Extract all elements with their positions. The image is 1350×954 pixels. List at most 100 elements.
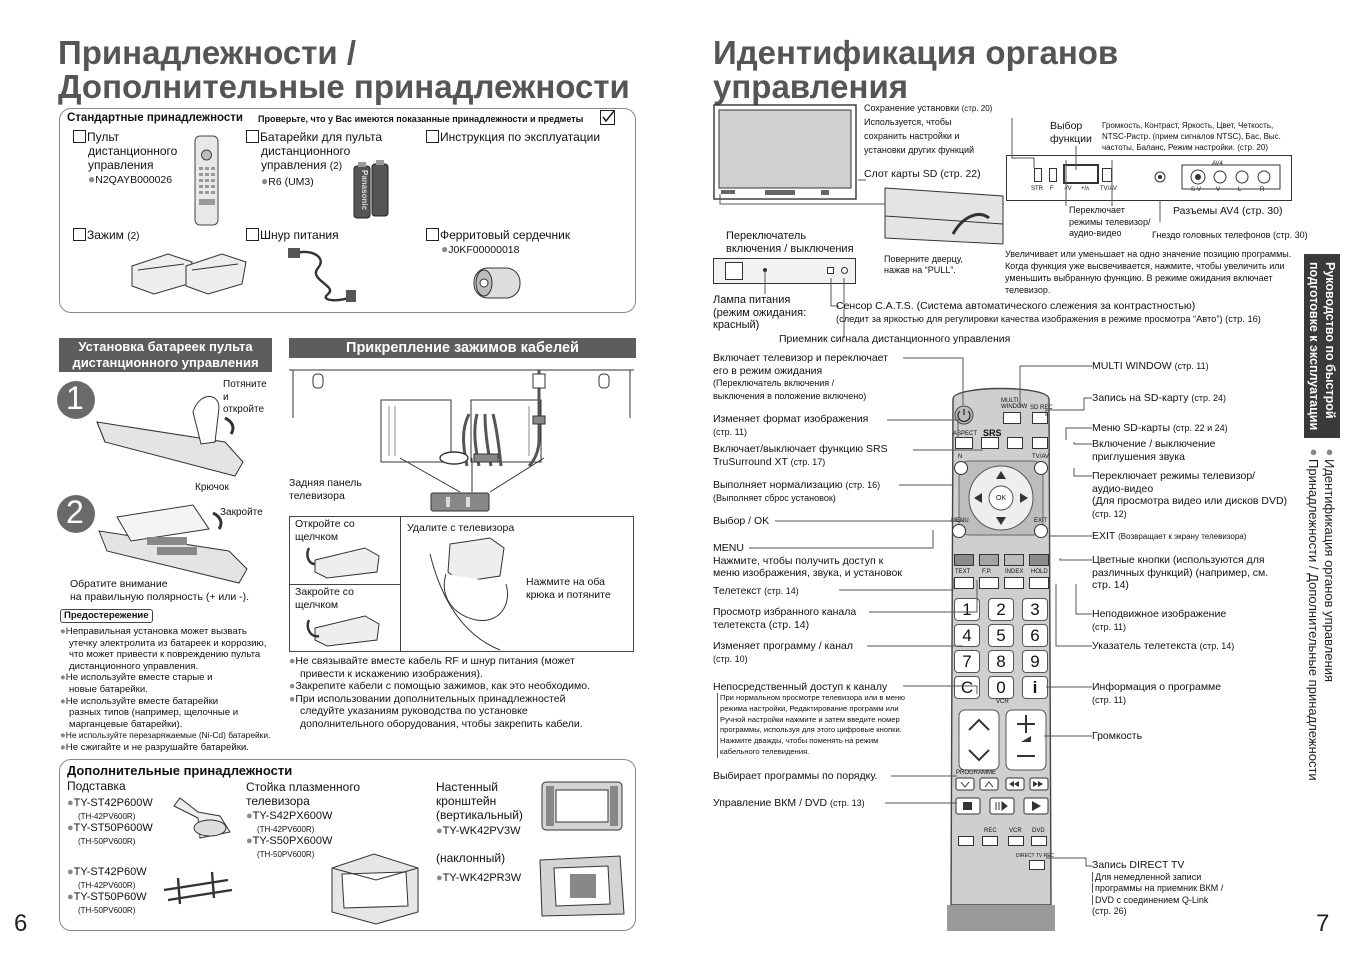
checkbox-icon[interactable] [246, 130, 259, 143]
sd-rec-button[interactable] [1032, 412, 1048, 424]
blue-button[interactable] [1029, 554, 1049, 566]
key-2[interactable]: 2 [988, 598, 1014, 621]
stand-base-illustration [163, 871, 233, 905]
programme-key-label: PROGRAMME [956, 770, 997, 776]
right-title-line1: Идентификация органов [713, 34, 1119, 71]
checkbox-checked-icon [600, 110, 615, 125]
left-title-line1: Принадлежности / [58, 34, 357, 71]
stand-items-1: ●TY-ST42P600W(TH-42PV600R) ●TY-ST50P600W… [67, 797, 153, 846]
key-5[interactable]: 5 [988, 624, 1014, 647]
panel-label-l: L [1238, 187, 1242, 193]
av4-jacks-label: Разъемы AV4 (стр. 30) [1173, 205, 1283, 217]
clamp-section-heading: Прикрепление зажимов кабелей [289, 338, 636, 358]
checkbox-icon[interactable] [246, 228, 259, 241]
rec-button[interactable] [982, 836, 998, 846]
mute-button[interactable] [1032, 437, 1048, 449]
remote-receiver [841, 267, 848, 274]
panel-label-f: F [1050, 186, 1054, 192]
sd-menu-button[interactable] [1007, 437, 1023, 449]
callout-ok: Выбор / OK [713, 515, 770, 527]
step-2-number: 2 [66, 494, 84, 530]
remote-receiver-label: Приемник сигнала дистанционного управлен… [779, 333, 1011, 345]
headphone-jack-label: Гнездо головных телефонов (стр. 30) [1152, 230, 1308, 240]
wall-bracket-item: ●TY-WK42PV3W [436, 825, 521, 837]
rec-key-label: REC [984, 828, 997, 834]
panel-label-tvav: TV/AV [1100, 186, 1117, 192]
exit-button[interactable] [1034, 524, 1048, 538]
text-key-label: TEXT [955, 569, 971, 575]
callout-program-order: Выбирает программы по порядку. [713, 770, 878, 782]
n-key-label: N [958, 454, 963, 460]
hand-remove-illustration [429, 537, 508, 651]
index-key-label: INDEX [1005, 569, 1024, 575]
srs-button[interactable] [981, 437, 999, 449]
checkbox-icon[interactable] [426, 228, 439, 241]
key-4[interactable]: 4 [954, 624, 980, 647]
power-button-icon[interactable] [954, 405, 974, 425]
callout-vcr-dvd: Управление ВКМ / DVD (стр. 13) [713, 797, 865, 809]
red-button[interactable] [954, 554, 974, 566]
key-7[interactable]: 7 [954, 650, 980, 673]
plasma-stand-illustration [331, 853, 419, 925]
remote-open-illustration [96, 396, 244, 477]
item-batteries: Батарейки для пульта дистанционного упра… [246, 130, 382, 189]
menu-button[interactable] [952, 524, 966, 538]
dvd-button[interactable] [1031, 836, 1047, 846]
callout-sd-record: Запись на SD-карту (стр. 24) [1092, 392, 1227, 404]
panel-label-v: V [1216, 187, 1221, 193]
multi-window-button[interactable] [1003, 412, 1021, 424]
checkbox-icon[interactable] [73, 228, 86, 241]
str-button[interactable] [1034, 168, 1042, 182]
page-number-right: 7 [1316, 910, 1330, 937]
standby-small-button[interactable] [958, 836, 974, 846]
green-button[interactable] [979, 554, 999, 566]
key-8[interactable]: 8 [988, 650, 1014, 673]
key-c[interactable]: C [954, 676, 980, 699]
aspect-button[interactable] [955, 437, 973, 449]
direct-tv-rec-button[interactable] [1029, 860, 1045, 870]
key-9[interactable]: 9 [1022, 650, 1048, 673]
normalize-button[interactable] [954, 461, 968, 475]
fp-button[interactable] [979, 577, 999, 589]
panel-label-plus: +/ʌ [1081, 186, 1090, 192]
yellow-button[interactable] [1004, 554, 1024, 566]
clamp-enlarged-illustration [430, 492, 490, 512]
key-6[interactable]: 6 [1022, 624, 1048, 647]
checkbox-icon[interactable] [426, 130, 439, 143]
caution-bullets: ●Неправильная установка может вызвать ут… [60, 626, 271, 753]
clamp-open-illustration [306, 547, 380, 579]
key-3[interactable]: 3 [1022, 598, 1048, 621]
wall-bracket-tilt-illustration [539, 855, 625, 917]
key-1[interactable]: 1 [954, 598, 980, 621]
text-button[interactable] [954, 577, 974, 589]
key-0[interactable]: 0 [988, 676, 1014, 699]
hook-label: Крючок [195, 482, 229, 493]
hold-button[interactable] [1029, 577, 1049, 589]
tvav-remote-button[interactable] [1034, 461, 1048, 475]
checkbox-icon[interactable] [73, 130, 86, 143]
vcr-button[interactable] [1008, 836, 1024, 846]
remove-label: Удалите с телевизора [407, 522, 515, 534]
remote-control-illustration [194, 135, 219, 226]
vcr-transport-buttons[interactable] [954, 766, 1050, 826]
function-button[interactable] [1049, 168, 1057, 182]
volume-updown-buttons[interactable] [1063, 164, 1099, 184]
clamp-box-divider [289, 584, 400, 585]
index-button[interactable] [1004, 577, 1024, 589]
power-switch[interactable] [725, 262, 743, 280]
callout-program-change: Изменяет программу / канал(стр. 10) [713, 640, 853, 664]
direct-tv-rec-key-label: DIRECT TV REC [1016, 853, 1055, 859]
